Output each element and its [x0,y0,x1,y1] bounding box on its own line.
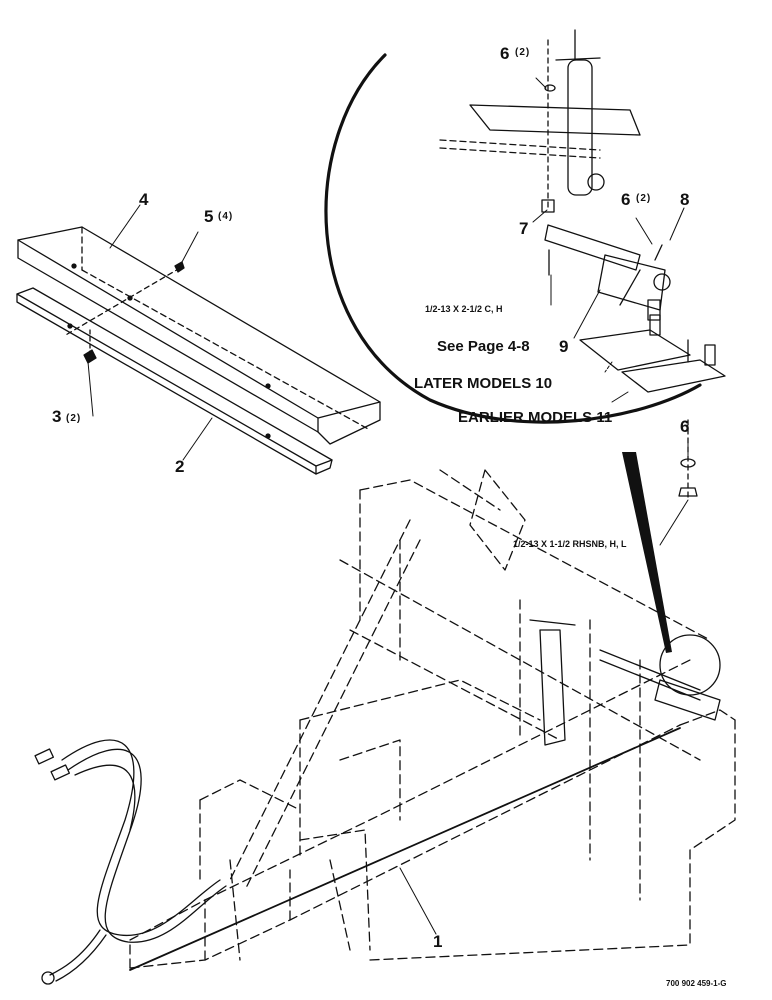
leader-lines [87,77,689,935]
mount-plate-later-10 [579,314,691,371]
callout-1: 1 [433,932,443,951]
quantity-5: (4) [218,211,234,222]
callout-6-top: 6 [500,44,510,63]
callout-4: 4 [139,190,149,209]
later-models-label: LATER MODELS 10 [414,375,553,392]
callout-6-mid: 6 [621,190,631,209]
callout-9: 9 [559,337,569,356]
callout-8: 8 [680,190,690,209]
detail-wedge [622,452,672,653]
drawing-reference-number: 700 902 459-1-G [666,979,727,988]
quantity-3: (2) [66,413,82,424]
actuator-detail [544,224,671,321]
callout-6-low: 6 [680,417,690,436]
earlier-models-label: EARLIER MODELS 11 [458,409,613,426]
bracket-detail [439,104,641,159]
see-page-note: See Page 4-8 [437,338,530,355]
main-frame-part-1 [129,469,736,969]
cylinder-detail [555,29,605,196]
bolt-part-5 [63,261,185,337]
callout-7: 7 [519,219,529,238]
mount-plate-earlier-11 [621,339,726,393]
hydraulic-hoses [34,739,227,985]
main-frame-edge [129,727,681,971]
pin-detail-6-7 [541,39,556,276]
angle-part-2 [16,287,333,475]
installed-actuator [599,634,721,721]
detail-circle [324,53,702,424]
bolt-part-3 [83,329,97,364]
quantity-6-top: (2) [515,47,531,58]
callout-3: 3 [52,407,62,426]
shield-part-4 [17,226,381,445]
bolt-spec-upper: 1/2-13 X 2-1/2 C, H [425,304,503,314]
quantity-6-mid: (2) [636,193,652,204]
bolt-spec-lower: 1/2-13 X 1-1/2 RHSNB, H, L [513,539,627,549]
installed-cylinder [529,619,576,746]
callout-5: 5 [204,207,214,226]
lower-hardware [678,419,698,501]
callout-2: 2 [175,457,185,476]
